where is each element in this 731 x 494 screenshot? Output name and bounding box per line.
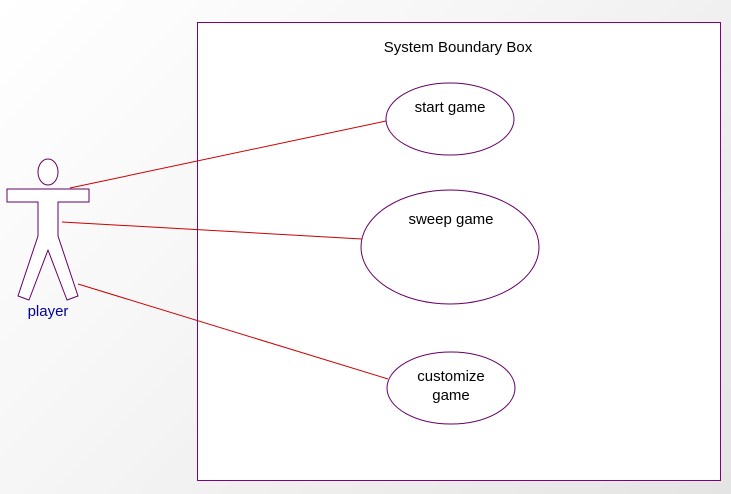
use-case-label-line1: customize: [417, 368, 485, 385]
use-case-sweep-game[interactable]: sweep game: [360, 189, 540, 305]
use-case-ellipse: [386, 351, 516, 425]
use-case-start-game[interactable]: start game: [385, 82, 515, 156]
actor-player[interactable]: player: [6, 158, 90, 320]
use-case-label-line2: game: [432, 387, 470, 404]
actor-body-icon: [6, 188, 90, 301]
use-case-ellipse: [360, 189, 540, 305]
use-case-ellipse: [385, 82, 515, 156]
system-boundary-title: System Boundary Box: [384, 39, 533, 56]
association-line-sweep-game: [61, 221, 363, 240]
association-line-start-game: [69, 120, 387, 189]
actor-head-icon: [37, 158, 59, 186]
actor-label: player: [28, 303, 69, 320]
use-case-label: sweep game: [408, 211, 493, 228]
use-case-customize-game[interactable]: customize game: [386, 351, 516, 425]
association-line-customize-game: [77, 283, 389, 380]
use-case-label: start game: [415, 99, 486, 116]
